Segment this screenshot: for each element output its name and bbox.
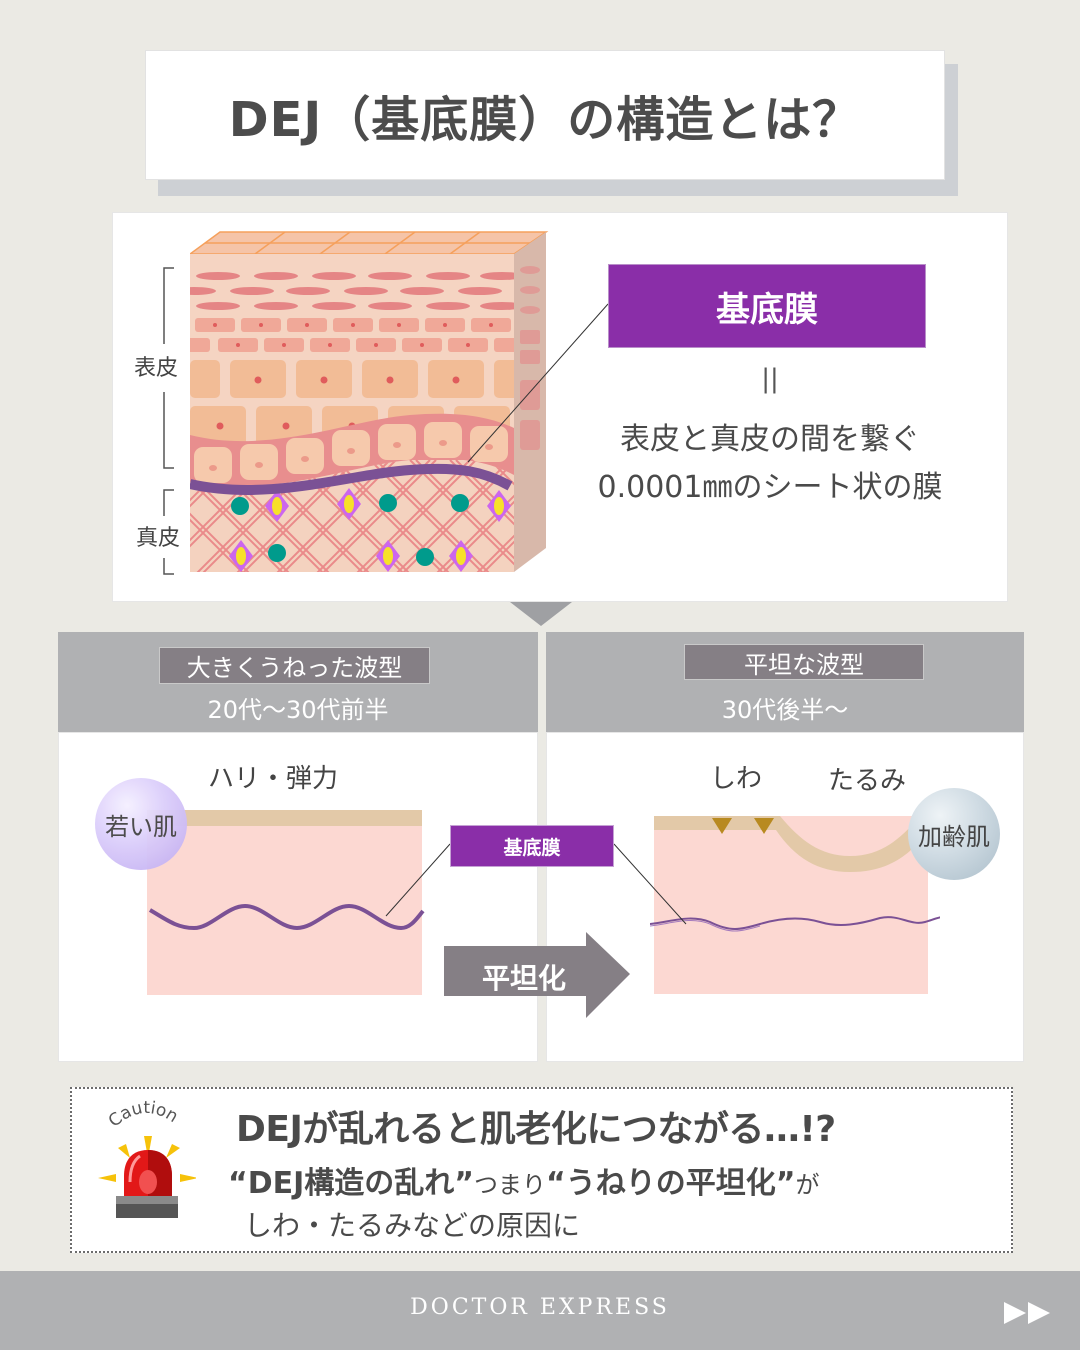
basement-membrane-line: [190, 463, 513, 495]
young-skin-diagram: [147, 810, 425, 995]
svg-text:Caution: Caution: [105, 1098, 182, 1132]
aged-wave-type-label: 平坦な波型: [744, 650, 864, 679]
footer-brand: DOCTOR EXPRESS: [410, 1295, 670, 1320]
wrinkle-label: しわ: [710, 764, 763, 794]
aged-age-range: 30代後半〜: [721, 696, 849, 724]
equals-sign: ||: [761, 364, 779, 394]
basement-membrane-tag: 基底膜: [450, 825, 614, 867]
young-skin-bubble: 若い肌: [95, 778, 187, 870]
caution-emphasis-1: “DEJ構造の乱れ”: [228, 1166, 474, 1201]
description-line-1: 表皮と真皮の間を繋ぐ: [620, 422, 920, 457]
caution-particle: が: [795, 1171, 820, 1199]
basement-membrane-tag-label: 基底膜: [503, 836, 561, 859]
dermis-label: 真皮: [136, 526, 181, 551]
caution-emphasis-2: “うねりの平坦化”: [546, 1166, 796, 1201]
callout-leader-line: [467, 303, 609, 463]
footer-bar: [0, 1271, 1080, 1350]
young-skin-label: 若い肌: [105, 812, 177, 841]
flattening-arrow-icon: [444, 932, 630, 1018]
aged-skin-diagram: [650, 816, 940, 994]
caution-conclusion: しわ・たるみなどの原因に: [244, 1209, 581, 1242]
title-card: DEJ（基底膜）の構造とは？: [145, 50, 945, 180]
young-wave-type-tag: 大きくうねった波型: [159, 647, 430, 684]
caution-headline: DEJが乱れると肌老化につながる…!?: [236, 1109, 836, 1150]
epidermis-label: 表皮: [134, 356, 179, 381]
sagging-label: たるみ: [828, 766, 907, 796]
young-age-range: 20代〜30代前半: [207, 696, 389, 724]
description-line-2: 0.0001㎜のシート状の膜: [597, 470, 943, 505]
membrane-leader-lines: [385, 843, 687, 925]
skin-cross-section-illustration: [190, 231, 549, 572]
caution-box: [70, 1087, 1013, 1253]
layer-brackets: [163, 267, 174, 575]
callout-label: 基底膜: [716, 289, 818, 330]
flattening-label: 平坦化: [482, 962, 567, 995]
caution-connector: つまり: [474, 1171, 546, 1199]
caution-siren-icon: Caution: [98, 1098, 196, 1218]
basement-membrane-callout: 基底膜: [608, 264, 926, 348]
fast-forward-icon[interactable]: [1004, 1300, 1056, 1326]
firmness-label: ハリ・弾力: [208, 764, 339, 794]
down-arrow-icon: [510, 602, 572, 626]
aged-skin-label: 加齢肌: [918, 822, 990, 851]
aged-wave-type-tag: 平坦な波型: [684, 644, 924, 680]
page-title: DEJ（基底膜）の構造とは？: [228, 92, 862, 148]
aged-skin-bubble: 加齢肌: [908, 788, 1000, 880]
young-wave-type-label: 大きくうねった波型: [186, 654, 403, 682]
caution-explanation: “DEJ構造の乱れ”つまり“うねりの平坦化”が: [228, 1158, 819, 1202]
